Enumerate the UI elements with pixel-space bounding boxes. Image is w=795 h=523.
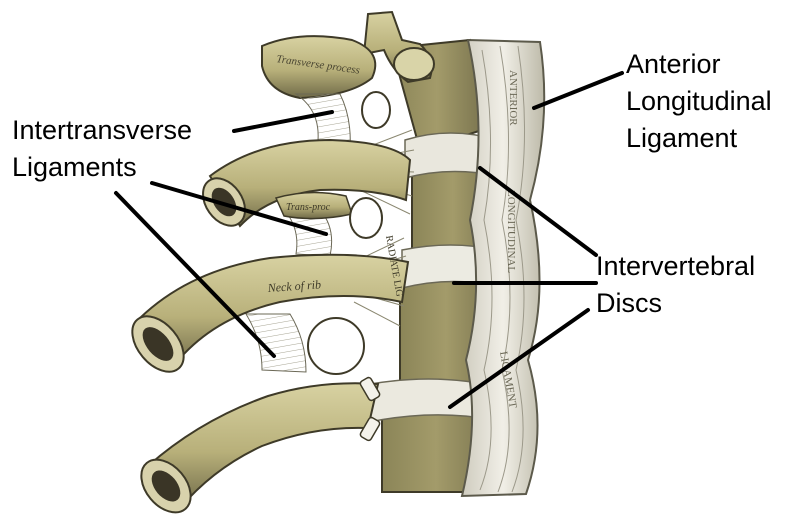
- intertransverse-line2: Ligaments: [12, 149, 192, 186]
- intertransverse-ligaments-label: Intertransverse Ligaments: [12, 112, 192, 186]
- trans-proc-text: Trans-proc: [286, 202, 331, 213]
- anterior-longitudinal-ligament-label: Anterior Longitudinal Ligament: [626, 46, 772, 157]
- anterior-column-text: ANTERIOR: [507, 70, 519, 126]
- intervertebral-discs-label: Intervertebral Discs: [596, 248, 755, 322]
- anterior-line1: Anterior: [626, 46, 772, 83]
- leader-anterior: [534, 73, 622, 108]
- intertransverse-line1: Intertransverse: [12, 112, 192, 149]
- intervertebral-line1: Intervertebral: [596, 248, 755, 285]
- anterior-line2: Longitudinal: [626, 83, 772, 120]
- anterior-line3: Ligament: [626, 120, 772, 157]
- intervertebral-line2: Discs: [596, 285, 755, 322]
- longitudinal-column-text: LONGITUDINAL: [505, 190, 517, 273]
